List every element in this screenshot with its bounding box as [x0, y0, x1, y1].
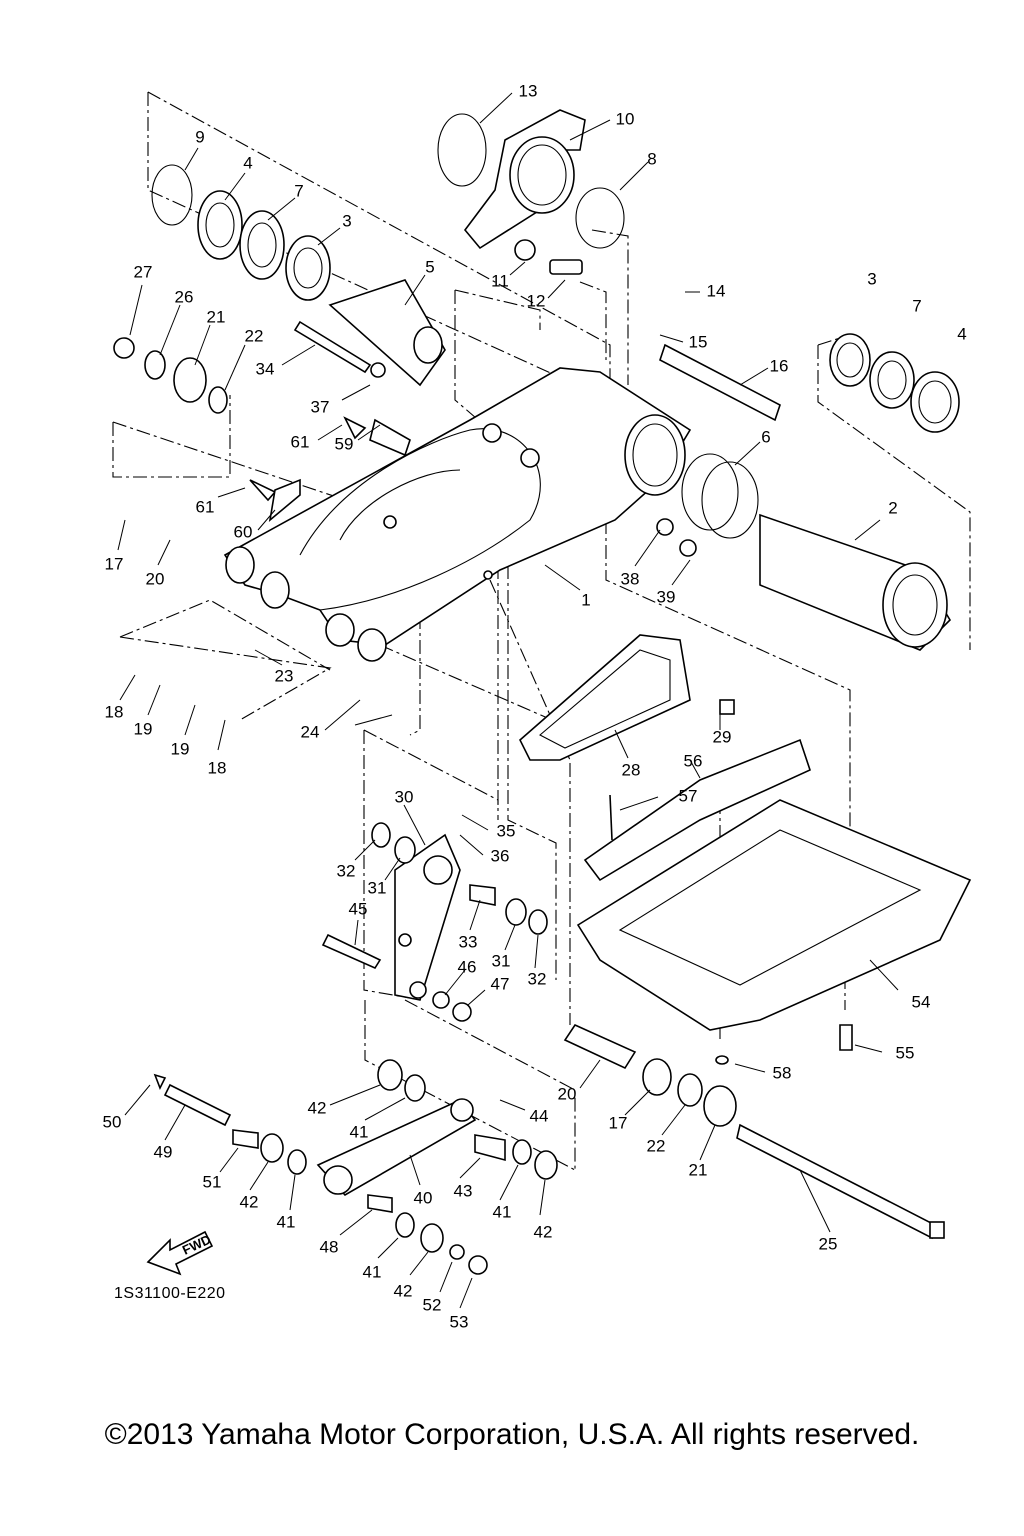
- callout-31: 31: [368, 878, 387, 897]
- leader-lines: [117, 92, 899, 1309]
- callout-41c: 41: [493, 1202, 512, 1221]
- callout-4b: 4: [957, 324, 966, 343]
- callout-7b: 7: [912, 296, 921, 315]
- callout-11: 11: [491, 271, 509, 290]
- callout-60: 60: [234, 522, 253, 541]
- callout-19: 19: [134, 719, 153, 738]
- callout-30: 30: [395, 787, 414, 806]
- callout-46: 46: [458, 957, 477, 976]
- callout-20b: 20: [558, 1084, 577, 1103]
- callout-43: 43: [454, 1181, 473, 1200]
- callout-35: 35: [497, 821, 516, 840]
- callout-3: 3: [342, 211, 351, 230]
- caliper-bracket-cluster: [437, 109, 625, 275]
- callout-1: 1: [581, 590, 590, 609]
- callout-44: 44: [530, 1106, 549, 1125]
- callout-38: 38: [621, 569, 640, 588]
- callout-58: 58: [773, 1063, 792, 1082]
- callout-55: 55: [896, 1043, 915, 1062]
- callout-48: 48: [320, 1237, 339, 1256]
- callout-9: 9: [195, 127, 204, 146]
- diagram-code: 1S31100-E220: [114, 1285, 226, 1302]
- callout-56: 56: [684, 751, 703, 770]
- callout-39: 39: [657, 587, 676, 606]
- callout-19b: 19: [171, 739, 190, 758]
- callout-61b: 61: [196, 497, 215, 516]
- callout-21b: 21: [689, 1160, 708, 1179]
- callout-13: 13: [519, 81, 538, 100]
- callout-32: 32: [337, 861, 356, 880]
- callout-20: 20: [146, 569, 165, 588]
- callout-7: 7: [294, 181, 303, 200]
- callout-5: 5: [425, 257, 434, 276]
- axle-pivot-small-parts: [113, 320, 411, 522]
- callout-26: 26: [175, 287, 194, 306]
- callout-27: 27: [134, 262, 153, 281]
- linkage-parts: [153, 822, 558, 1275]
- callout-10: 10: [616, 109, 635, 128]
- callout-61: 61: [291, 432, 310, 451]
- callout-51: 51: [203, 1172, 222, 1191]
- callout-28: 28: [622, 760, 641, 779]
- chain-guide-and-guard: [519, 634, 972, 1031]
- callout-12: 12: [527, 291, 546, 310]
- callout-50: 50: [103, 1112, 122, 1131]
- callout-2: 2: [888, 498, 897, 517]
- callout-29: 29: [713, 727, 732, 746]
- callout-17: 17: [105, 554, 124, 573]
- callout-41b: 41: [277, 1212, 296, 1231]
- fwd-arrow: FWD: [146, 1230, 213, 1276]
- copyright-notice: ©2013 Yamaha Motor Corporation, U.S.A. A…: [104, 1418, 920, 1451]
- callout-labels: 13 10 9 4 7 3 8 27 26 21 22 5 11 12 14 1…: [103, 81, 967, 1331]
- callout-18b: 18: [208, 758, 227, 777]
- callout-4: 4: [243, 153, 252, 172]
- callout-49: 49: [154, 1142, 173, 1161]
- left-bearings: [151, 164, 446, 387]
- callout-45: 45: [349, 899, 368, 918]
- callout-14: 14: [707, 281, 726, 300]
- callout-15: 15: [689, 332, 708, 351]
- callout-24: 24: [301, 722, 320, 741]
- callout-41: 41: [350, 1122, 369, 1141]
- callout-41d: 41: [363, 1262, 382, 1281]
- right-bearings: [656, 333, 960, 651]
- callout-42c: 42: [534, 1222, 553, 1241]
- callout-31b: 31: [492, 951, 511, 970]
- callout-34: 34: [256, 359, 275, 378]
- callout-32b: 32: [528, 969, 547, 988]
- pivot-bushings: [225, 546, 387, 662]
- callout-36: 36: [491, 846, 510, 865]
- callout-18: 18: [105, 702, 124, 721]
- callout-42: 42: [308, 1098, 327, 1117]
- callout-52: 52: [423, 1295, 442, 1314]
- callout-59: 59: [335, 434, 354, 453]
- swingarm: [223, 367, 692, 646]
- callout-47: 47: [491, 974, 510, 993]
- callout-23: 23: [275, 666, 294, 685]
- callout-40: 40: [414, 1188, 433, 1207]
- callout-21: 21: [207, 307, 226, 326]
- callout-42d: 42: [394, 1281, 413, 1300]
- callout-54: 54: [912, 992, 931, 1011]
- callout-16: 16: [770, 356, 789, 375]
- callout-53: 53: [450, 1312, 469, 1331]
- callout-37: 37: [311, 397, 330, 416]
- callout-25: 25: [819, 1234, 838, 1253]
- callout-3b: 3: [867, 269, 876, 288]
- callout-42b: 42: [240, 1192, 259, 1211]
- callout-22: 22: [245, 326, 264, 345]
- callout-33: 33: [459, 932, 478, 951]
- callout-57: 57: [679, 786, 698, 805]
- callout-6: 6: [761, 427, 770, 446]
- pivot-axle: [563, 1023, 945, 1240]
- callout-8: 8: [647, 149, 656, 168]
- callout-22b: 22: [647, 1136, 666, 1155]
- callout-17b: 17: [609, 1113, 628, 1132]
